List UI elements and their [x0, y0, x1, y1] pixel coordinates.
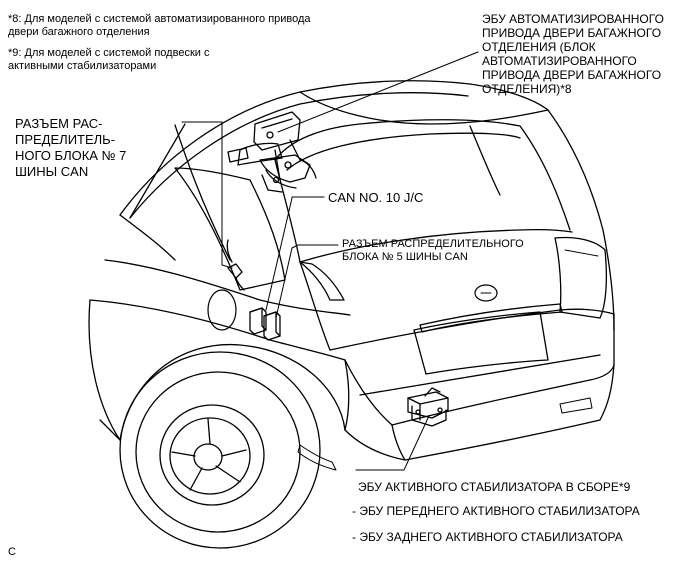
liftgate-ecu-component: [227, 111, 317, 193]
leader-lines: [181, 51, 479, 471]
stabilizer-ecu-component: [407, 387, 449, 427]
front-stabilizer-label: - ЭБУ ПЕРЕДНЕГО АКТИВНОГО СТАБИЛИЗАТОРА: [352, 504, 640, 518]
can-junction-7-label: РАЗЪЕМ РАС- ПРЕДЕЛИТЕЛЬ- НОГО БЛОКА № 7 …: [15, 116, 127, 179]
can-jc-components: [249, 307, 281, 341]
liftgate-ecu-label: ЭБУ АВТОМАТИЗИРОВАННОГО ПРИВОДА ДВЕРИ БА…: [482, 12, 664, 96]
can-junction-5-label: РАЗЪЕМ РАСПРЕДЕЛИТЕЛЬНОГО БЛОКА № 5 ШИНЫ…: [342, 238, 524, 263]
stabilizer-assy-label: ЭБУ АКТИВНОГО СТАБИЛИЗАТОРА В СБОРЕ*9: [358, 480, 631, 494]
figure-code: C: [8, 546, 16, 558]
rear-stabilizer-label: - ЭБУ ЗАДНЕГО АКТИВНОГО СТАБИЛИЗАТОРА: [352, 530, 623, 544]
rear-wheel: [119, 351, 321, 549]
footnote-8: *8: Для моделей с системой автоматизиров…: [8, 13, 311, 38]
can-no10-label: CAN NO. 10 J/C: [328, 190, 424, 205]
footnote-9: *9: Для моделей с системой подвески с ак…: [8, 47, 210, 72]
can-junction-7-component: [226, 239, 245, 291]
